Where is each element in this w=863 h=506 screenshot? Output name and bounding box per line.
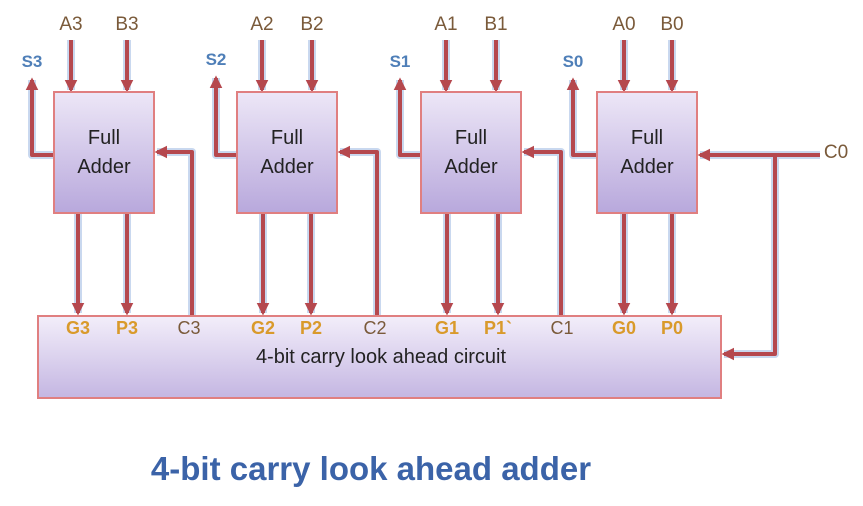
input-a3-label: A3 — [59, 14, 82, 35]
generate-g1-label: G1 — [435, 318, 459, 338]
input-b2-label: B2 — [300, 14, 323, 35]
full-adder-0-label-line1: Full — [631, 127, 663, 149]
wire-s2 — [209, 75, 237, 157]
input-a1-label: A1 — [434, 14, 457, 35]
wire-s3-glow — [28, 80, 54, 159]
full-adder-3: Full Adder — [53, 91, 155, 214]
wire-s1-glow — [396, 80, 421, 159]
full-adder-2-label-line2: Adder — [260, 156, 314, 178]
full-adder-3-box — [53, 91, 155, 214]
diagram-title: 4-bit carry look ahead adder — [151, 450, 591, 487]
input-b1-label: B1 — [484, 14, 507, 35]
wire-c1-glow — [524, 148, 565, 316]
full-adder-1-box — [420, 91, 522, 214]
carry-c0-label: C0 — [824, 142, 848, 163]
wire-c1 — [521, 145, 563, 316]
generate-g3-label: G3 — [66, 318, 90, 338]
carry-c1-label: C1 — [550, 318, 573, 338]
wire-c2 — [337, 145, 379, 316]
full-adder-3-label-line2: Adder — [77, 156, 131, 178]
full-adder-2-box — [236, 91, 338, 214]
wire-c0-cla-glow — [724, 155, 779, 358]
carry-lookahead-block: 4-bit carry look ahead circuit — [37, 315, 722, 399]
input-a0-label: A0 — [612, 14, 635, 35]
input-b0-label: B0 — [660, 14, 683, 35]
carry-lookahead-label: 4-bit carry look ahead circuit — [256, 346, 507, 368]
carry-lookahead-box — [37, 315, 722, 399]
full-adder-3-label-line1: Full — [88, 127, 120, 149]
wire-c0-cla — [721, 155, 777, 361]
propagate-p1-label: P1` — [484, 318, 512, 338]
sum-s3-label: S3 — [22, 52, 43, 71]
full-adder-0: Full Adder — [596, 91, 698, 214]
wire-layer — [25, 40, 820, 361]
input-b3-label: B3 — [115, 14, 138, 35]
propagate-p3-label: P3 — [116, 318, 138, 338]
carry-c3-label: C3 — [177, 318, 200, 338]
full-adder-1-label-line2: Adder — [444, 156, 498, 178]
full-adder-0-label-line2: Adder — [620, 156, 674, 178]
wire-c3-glow — [157, 148, 196, 316]
full-adder-2: Full Adder — [236, 91, 338, 214]
wire-c2-glow — [340, 148, 381, 316]
wire-s0-glow — [569, 80, 597, 159]
generate-g2-label: G2 — [251, 318, 275, 338]
sum-s1-label: S1 — [390, 52, 411, 71]
carry-c2-label: C2 — [363, 318, 386, 338]
wire-c3 — [154, 145, 194, 316]
input-a2-label: A2 — [250, 14, 273, 35]
full-adder-1: Full Adder — [420, 91, 522, 214]
full-adder-0-box — [596, 91, 698, 214]
sum-s2-label: S2 — [206, 50, 227, 69]
wire-s1 — [393, 77, 421, 157]
generate-g0-label: G0 — [612, 318, 636, 338]
propagate-p0-label: P0 — [661, 318, 683, 338]
propagate-p2-label: P2 — [300, 318, 322, 338]
wire-s3 — [25, 77, 54, 157]
wire-s2-glow — [212, 78, 237, 159]
wire-s0 — [566, 77, 597, 157]
full-adder-2-label-line1: Full — [271, 127, 303, 149]
full-adder-1-label-line1: Full — [455, 127, 487, 149]
sum-s0-label: S0 — [563, 52, 584, 71]
